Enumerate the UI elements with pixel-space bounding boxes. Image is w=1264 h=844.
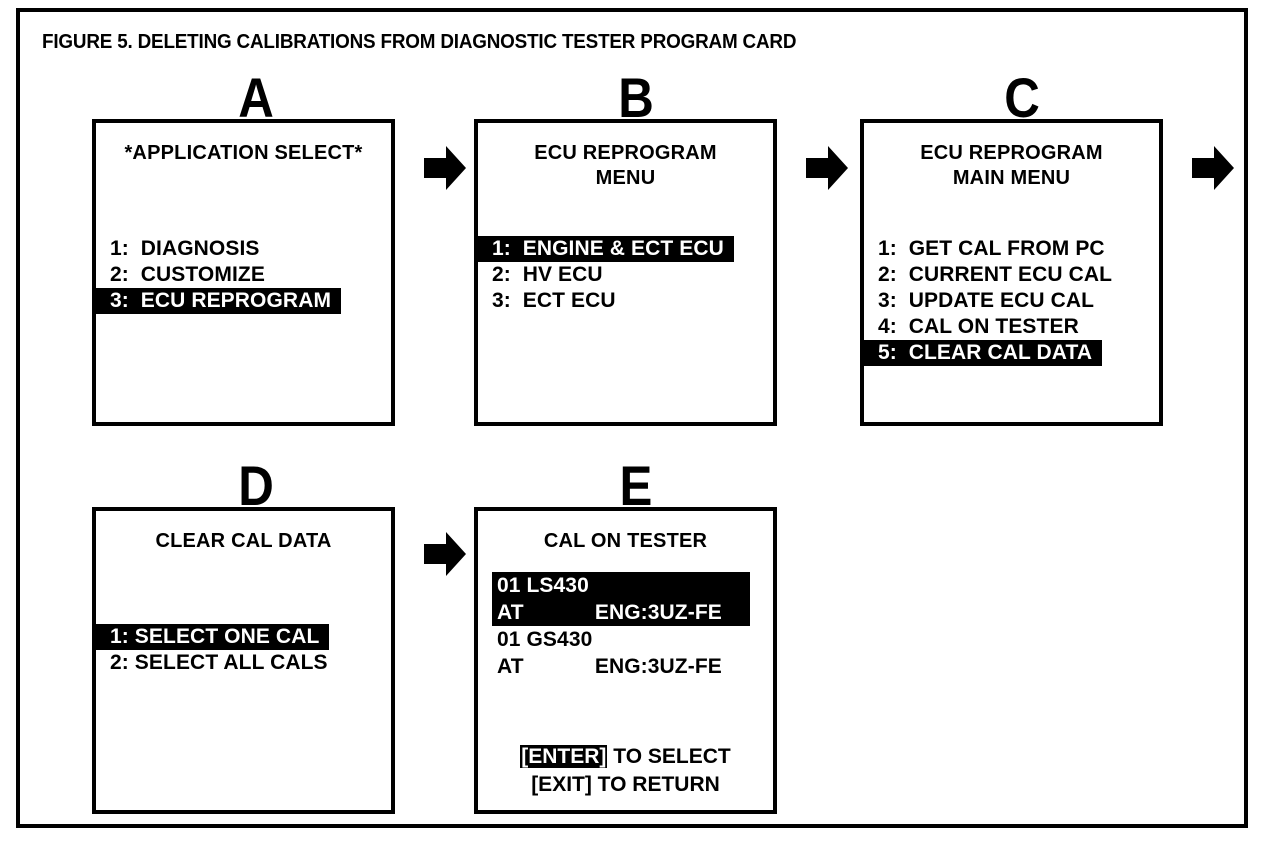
menu-item-b-2[interactable]: 2: HV ECU <box>492 263 603 286</box>
menu-item-a-1[interactable]: 1: DIAGNOSIS <box>110 237 260 260</box>
menu-list-d: 1: SELECT ONE CAL 2: SELECT ALL CALS <box>96 624 391 676</box>
cal-entry-2[interactable]: 01 GS430 AT ENG:3UZ-FE <box>492 626 750 680</box>
panel-letter-c: C <box>1004 66 1040 129</box>
menu-list-b: 1: ENGINE & ECT ECU 2: HV ECU 3: ECT ECU <box>478 236 773 314</box>
screen-panel-d: CLEAR CAL DATA 1: SELECT ONE CAL 2: SELE… <box>92 507 395 814</box>
panel-letter-d: D <box>238 454 274 517</box>
footer-line-exit: [EXIT] TO RETURN <box>531 773 720 796</box>
enter-key-badge[interactable]: [ENTER] <box>520 745 608 768</box>
figure-title: FIGURE 5. DELETING CALIBRATIONS FROM DIA… <box>42 30 797 53</box>
menu-item-c-2[interactable]: 2: CURRENT ECU CAL <box>878 263 1113 286</box>
screen-title-c: ECU REPROGRAM MAIN MENU <box>920 142 1103 189</box>
cal-entry-1-line2: AT ENG:3UZ-FE <box>497 601 722 624</box>
menu-list-a: 1: DIAGNOSIS 2: CUSTOMIZE 3: ECU REPROGR… <box>96 236 391 314</box>
screen-title-e: CAL ON TESTER <box>543 530 708 552</box>
screen-title-a: *APPLICATION SELECT* <box>124 142 363 164</box>
footer-enter-text: TO SELECT <box>607 745 731 768</box>
panel-letter-b: B <box>618 66 654 129</box>
cal-entry-1-line1: 01 LS430 <box>497 574 589 597</box>
screen-panel-e: CAL ON TESTER 01 LS430 AT ENG:3UZ-FE 01 … <box>474 507 777 814</box>
panel-letter-a: A <box>238 66 274 129</box>
menu-item-d-1[interactable]: 1: SELECT ONE CAL <box>96 624 330 650</box>
screen-title-b: ECU REPROGRAM MENU <box>534 142 717 189</box>
cal-entry-2-line2: AT ENG:3UZ-FE <box>497 655 722 678</box>
menu-item-c-1[interactable]: 1: GET CAL FROM PC <box>878 237 1105 260</box>
screen-panel-b: ECU REPROGRAM MENU 1: ENGINE & ECT ECU 2… <box>474 119 777 426</box>
menu-item-c-5[interactable]: 5: CLEAR CAL DATA <box>864 340 1103 366</box>
screen-panel-c: ECU REPROGRAM MAIN MENU 1: GET CAL FROM … <box>860 119 1163 426</box>
arrow-c-to-next-icon <box>1192 146 1234 190</box>
menu-item-a-3[interactable]: 3: ECU REPROGRAM <box>96 288 342 314</box>
menu-item-d-2[interactable]: 2: SELECT ALL CALS <box>110 651 328 674</box>
panel-letter-e: E <box>619 454 653 517</box>
screen-title-d: CLEAR CAL DATA <box>155 530 332 552</box>
arrow-b-to-c-icon <box>806 146 848 190</box>
menu-item-b-3[interactable]: 3: ECT ECU <box>492 289 616 312</box>
menu-list-c: 1: GET CAL FROM PC 2: CURRENT ECU CAL 3:… <box>864 236 1159 366</box>
cal-entry-1[interactable]: 01 LS430 AT ENG:3UZ-FE <box>492 572 750 626</box>
menu-item-b-1[interactable]: 1: ENGINE & ECT ECU <box>478 236 734 262</box>
menu-item-c-3[interactable]: 3: UPDATE ECU CAL <box>878 289 1095 312</box>
arrow-a-to-b-icon <box>424 146 466 190</box>
arrow-d-to-e-icon <box>424 532 466 576</box>
menu-item-a-2[interactable]: 2: CUSTOMIZE <box>110 263 265 286</box>
menu-item-c-4[interactable]: 4: CAL ON TESTER <box>878 315 1079 338</box>
screen-panel-a: *APPLICATION SELECT* 1: DIAGNOSIS 2: CUS… <box>92 119 395 426</box>
cal-entry-2-line1: 01 GS430 <box>497 628 593 651</box>
figure-frame: FIGURE 5. DELETING CALIBRATIONS FROM DIA… <box>16 8 1248 828</box>
panel-e-footer: [ENTER] TO SELECT [EXIT] TO RETURN <box>478 743 773 799</box>
footer-line-enter: [ENTER] TO SELECT <box>478 743 773 771</box>
